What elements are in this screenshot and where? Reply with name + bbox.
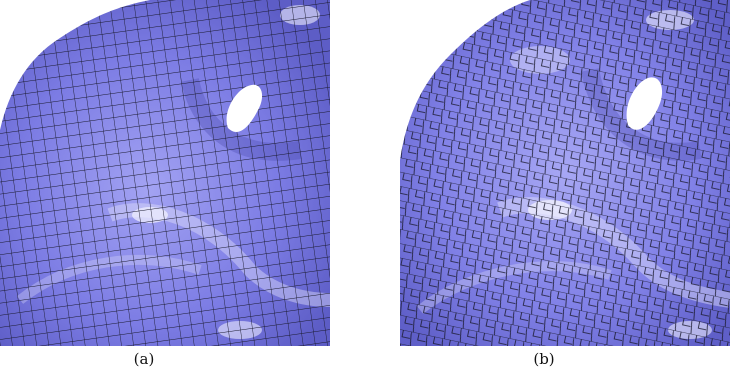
mesh-render-a bbox=[0, 0, 330, 346]
mesh-render-b bbox=[400, 0, 730, 346]
quad-grid-a bbox=[0, 0, 330, 346]
polygon-grid-b bbox=[400, 0, 730, 346]
caption-b: (b) bbox=[533, 350, 555, 368]
mesh-panel-b bbox=[400, 0, 730, 346]
mesh-panel-a bbox=[0, 0, 330, 346]
caption-a: (a) bbox=[133, 350, 155, 368]
hole-b bbox=[626, 77, 663, 130]
hole-a bbox=[226, 84, 263, 132]
